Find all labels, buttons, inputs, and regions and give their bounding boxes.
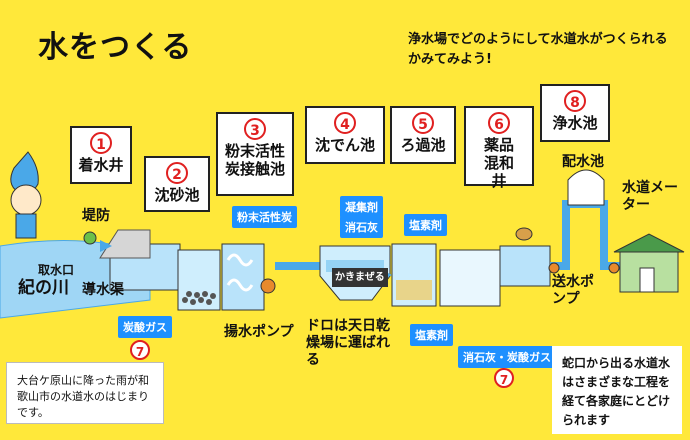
chem-coagulant: 凝集剤 [340, 196, 383, 218]
intake-label: 取水口 [38, 263, 75, 277]
stage-8-box: 8 浄水池 [540, 84, 610, 142]
chem-lime-co2: 消石灰・炭酸ガス [458, 346, 556, 368]
levee [99, 229, 151, 259]
water-meter-label: 水道メーター [622, 180, 678, 213]
chem-chlorine-top: 塩素剤 [404, 214, 447, 236]
frog-icon [83, 231, 97, 245]
chem-carbon-dioxide: 炭酸ガス [118, 316, 172, 338]
stage-3-number: 3 [244, 118, 266, 140]
stage-6-label: 薬品混和井 [483, 136, 514, 190]
distribution-reservoir [567, 169, 605, 206]
stage-1-label: 着水井 [78, 156, 124, 174]
chem-slaked-lime: 消石灰 [340, 216, 383, 238]
stage-1-box: 1 着水井 [70, 126, 132, 184]
stage-6-box: 6 薬品混和井 [464, 106, 534, 190]
stage-4-label: 沈でん池 [314, 136, 375, 154]
stage-8-label: 浄水池 [552, 114, 598, 132]
stage-4-number: 4 [334, 112, 356, 134]
distribution-reservoir-label: 配水池 [562, 154, 604, 170]
stage-8-number: 8 [564, 90, 586, 112]
stage-5-box: 5 ろ過池 [390, 106, 456, 164]
conduit-label: 導水渠 [82, 282, 124, 298]
stage-4-box: 4 沈でん池 [305, 106, 385, 164]
mixer-label: かきまぜる [332, 268, 388, 287]
river-label: 紀の川 [18, 278, 69, 298]
chem-chlorine-bottom: 塩素剤 [410, 324, 453, 346]
stage-3-label: 粉末活性炭接触池 [224, 142, 285, 178]
send-pump-icon [548, 262, 560, 274]
stage-3-box: 3 粉末活性炭接触池 [216, 112, 294, 196]
mixing-well [439, 249, 501, 307]
lift-pump-icon [260, 278, 276, 294]
stage-2-box: 2 沈砂池 [144, 156, 210, 212]
stage-2-number: 2 [166, 162, 188, 184]
send-pump-label: 送水ポンプ [552, 274, 594, 307]
stage-7-badge-right: 7 [494, 368, 514, 388]
stage-7-badge-left: 7 [130, 340, 150, 360]
sludge-label: ドロは天日乾燥場に運ばれる [306, 318, 390, 368]
stage-5-number: 5 [412, 112, 434, 134]
stage-6-number: 6 [488, 112, 510, 134]
intro-text: 浄水場でどのようにして水道水がつくられるかみてみよう! [408, 32, 668, 67]
delivery-note: 蛇口から出る水道水はさまざまな工程を経て各家庭にとどけられます [552, 346, 682, 434]
house-icon [613, 233, 685, 293]
source-note: 大台ケ原山に降った雨が和歌山市の水道水のはじまりです。 [6, 362, 164, 424]
stage-2-label: 沈砂池 [154, 186, 200, 204]
stage-5-label: ろ過池 [400, 136, 446, 154]
page-title: 水をつくる [38, 30, 193, 65]
stage-1-number: 1 [90, 132, 112, 154]
lift-pump-label: 揚水ポンプ [224, 324, 294, 340]
chem-activated-carbon: 粉末活性炭 [232, 206, 297, 228]
levee-label: 堤防 [82, 208, 110, 224]
water-drop-mascot [10, 151, 42, 239]
water-meter-icon [608, 262, 620, 274]
contact-tank [221, 243, 265, 311]
clear-water-reservoir [499, 245, 551, 287]
bird-icon [515, 227, 533, 241]
